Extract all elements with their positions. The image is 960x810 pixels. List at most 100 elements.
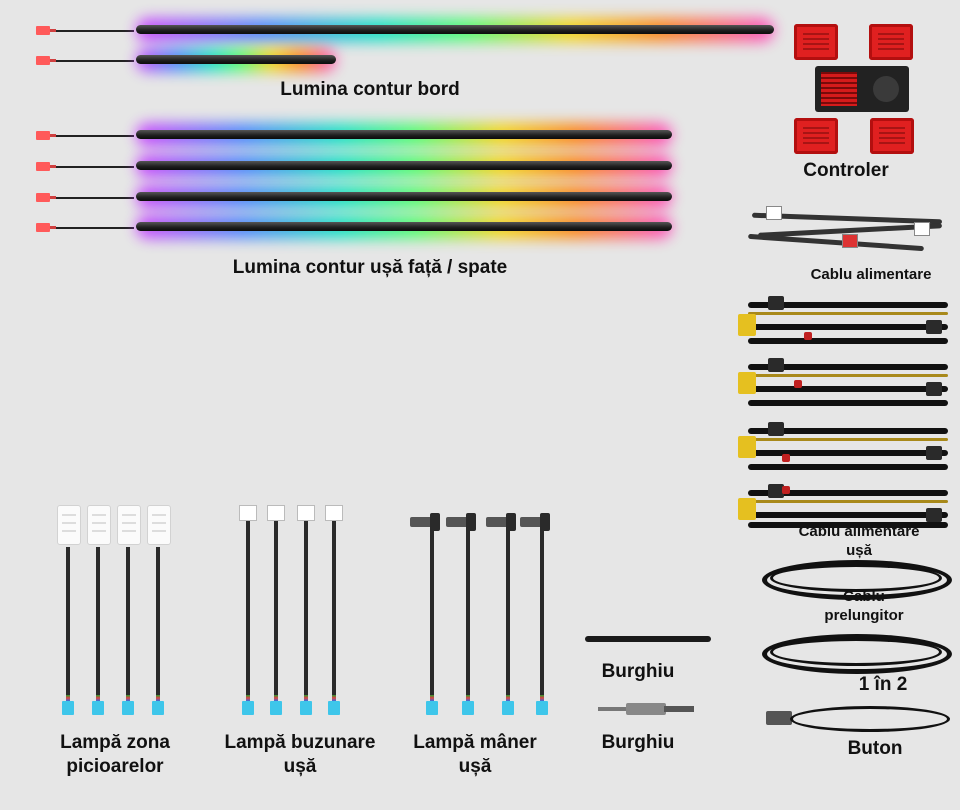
label-foot-lamp: Lampă zona picioarelor [60,732,170,777]
harness-wire [748,386,948,392]
foot-lamp [147,505,171,720]
harness-fuse [782,454,790,462]
strip-lead-wire [56,166,134,168]
harness-wire [748,302,948,308]
relay-module [794,24,838,60]
strip-tube [136,222,672,231]
lamp-wire-colors [126,695,130,701]
label-drill-bit: Burghiu [601,732,675,753]
lamp-wire-colors [540,695,544,701]
harness-wire [748,338,948,344]
controller-cap [873,76,899,102]
strip-tube [136,130,672,139]
label-drill: Burghiu [601,661,675,682]
strip-connector [36,56,56,65]
label-splitter-cable: 1 în 2 [858,674,908,695]
bit-tip [664,706,694,712]
pocket-lamp [239,505,257,720]
label-button: Buton [847,738,903,759]
button-cable [790,706,950,732]
harness-connector [738,372,756,394]
relay-module [869,24,913,60]
door-light-strip [36,152,672,182]
lamp-wire-colors [156,695,160,701]
label-pocket-lamp: Lampă buzunare ușă [224,732,376,777]
lamp-head [446,513,476,531]
handle-lamp [446,513,476,720]
relay-module [794,118,838,154]
foot-lamp [117,505,141,720]
lamp-wire-colors [506,695,510,701]
strip-connector [36,26,56,35]
strip-lead-wire [56,135,134,137]
foot-lamp [57,505,81,720]
harness-connector [738,314,756,336]
strip-connector [36,223,56,232]
handle-lamp [520,513,550,720]
label-power-cable: Cablu alimentare [810,266,932,283]
controller-unit [815,66,909,112]
harness-connector [738,498,756,520]
lamp-head [87,505,111,545]
lamp-wire-colors [430,695,434,701]
strip-connector [36,162,56,171]
lamp-wire-colors [66,695,70,701]
harness-wire [748,464,948,470]
lamp-connector [462,701,474,715]
lamp-connector [270,701,282,715]
harness-wire [748,312,948,315]
lamp-connector [426,701,438,715]
lamp-connector [242,701,254,715]
door-power-harness [738,420,948,476]
strip-connector [36,131,56,140]
harness-wire [748,374,948,377]
lamp-head [239,505,257,521]
strip-lead-wire [56,60,134,62]
splitter-cable-coil [770,638,942,666]
harness-connector [738,436,756,458]
harness-plug [926,446,942,460]
strip-connector [36,193,56,202]
harness-wire [748,364,948,370]
harness-wire [748,450,948,456]
label-door-power-cable: Cablu alimentare ușă [798,523,920,559]
lamp-head [117,505,141,545]
drill-bit-short [598,703,694,715]
label-controller: Controler [803,160,889,181]
cable-connector [914,222,930,236]
harness-plug [926,320,942,334]
label-door-light: Lumina contur ușă față / spate [232,257,508,278]
drill-bit-long [585,636,711,642]
harness-wire [748,400,948,406]
lamp-cable [304,521,308,697]
lamp-wire-colors [466,695,470,701]
door-power-harness [738,356,948,412]
lamp-wire-colors [246,695,250,701]
dashboard-light-strip-short [36,46,336,76]
switch-button [766,711,792,725]
lamp-head [297,505,315,521]
lamp-wire-colors [96,695,100,701]
lamp-cable [66,547,70,697]
lamp-head [486,513,516,531]
harness-plug [926,382,942,396]
door-light-strip [36,121,672,151]
pocket-lamp [267,505,285,720]
harness-wire [748,490,948,496]
splitter-cable-coil [762,634,952,674]
controller-label [821,72,857,106]
lamp-connector [62,701,74,715]
harness-fuse [782,486,790,494]
relay-module [870,118,914,154]
lamp-connector [92,701,104,715]
strip-tube [136,192,672,201]
strip-lead-wire [56,30,134,32]
strip-lead-wire [56,197,134,199]
harness-fuse [804,332,812,340]
harness-wire [748,428,948,434]
harness-plug [768,484,784,498]
label-extension-cable: Cablu prelungitor [824,588,904,624]
lamp-head [147,505,171,545]
door-light-strip [36,213,672,243]
dashboard-light-strip-long [36,16,774,46]
